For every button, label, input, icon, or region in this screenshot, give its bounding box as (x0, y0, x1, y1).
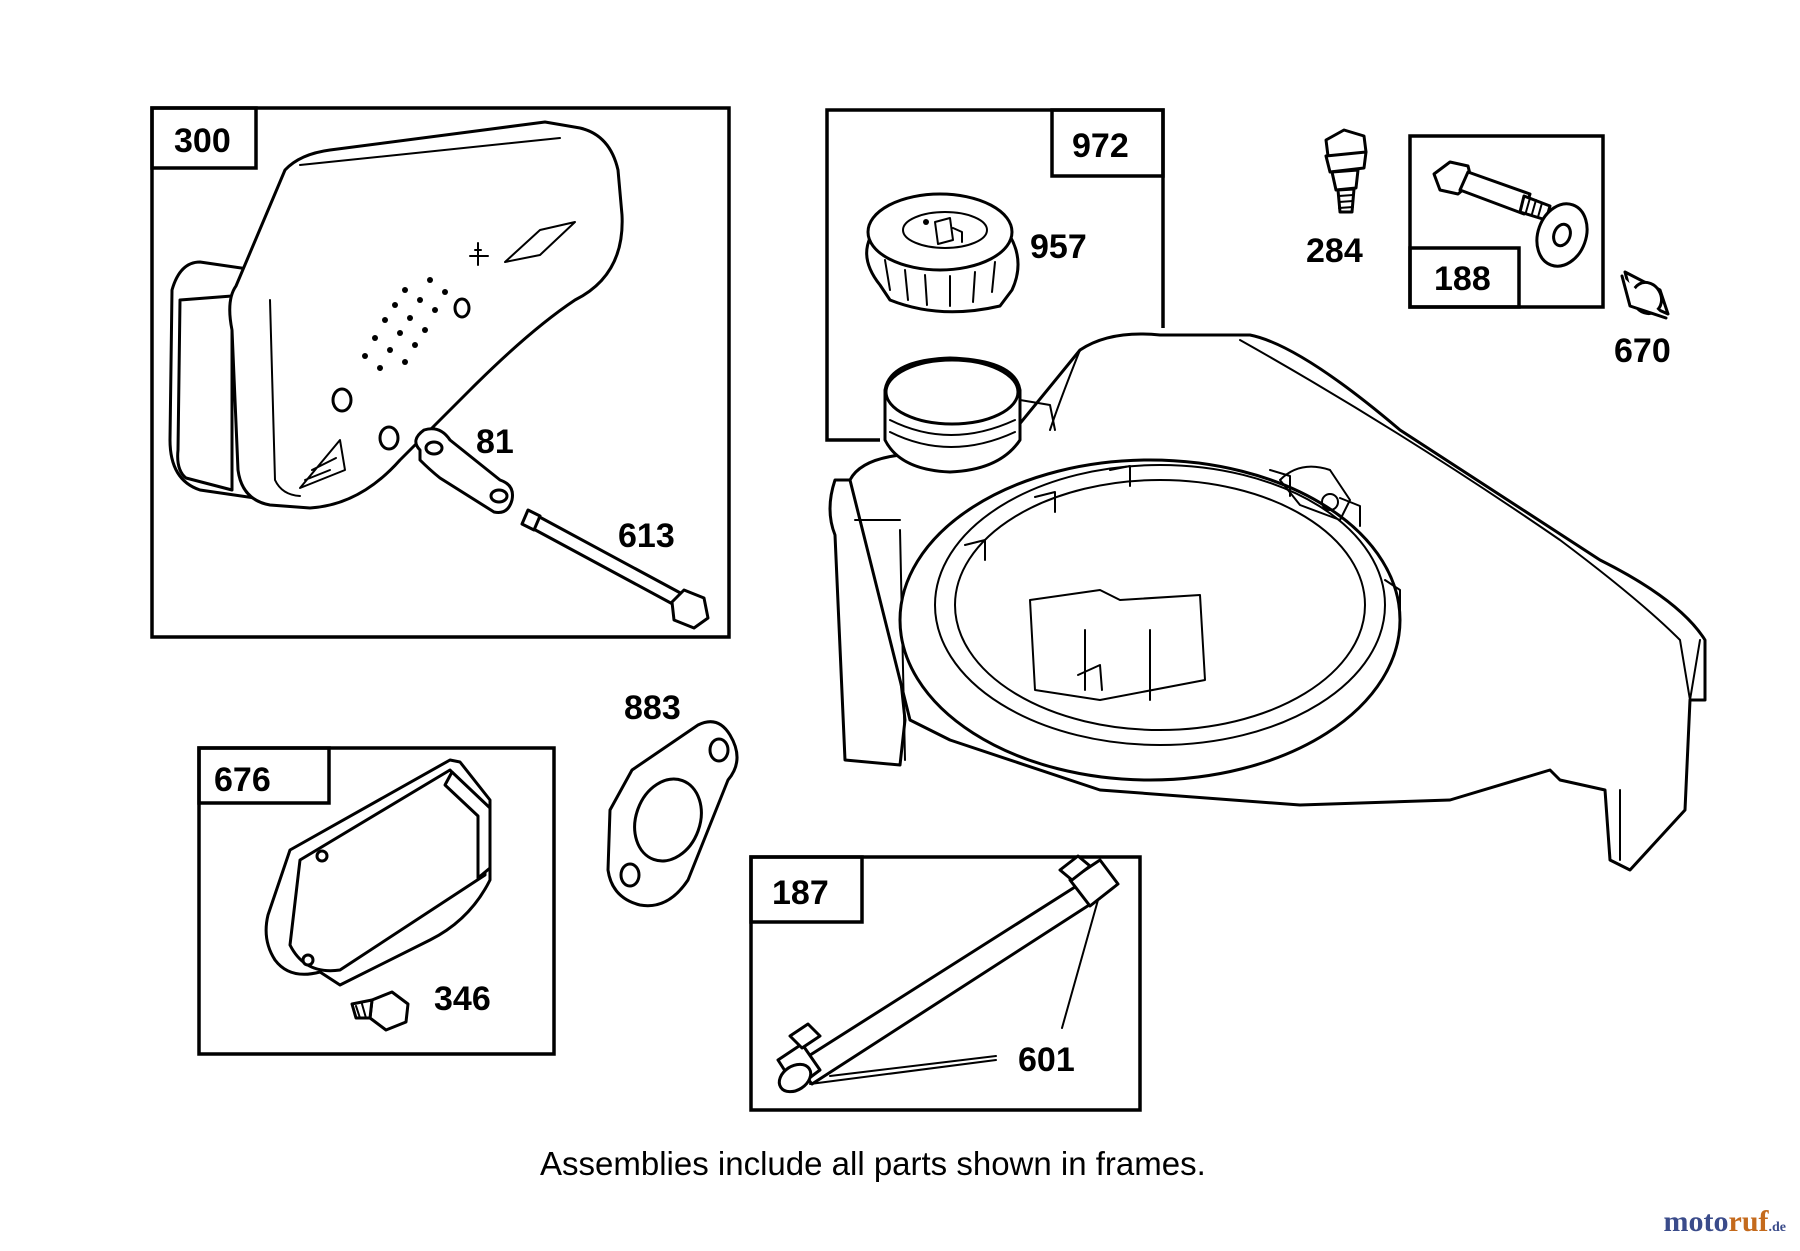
bolt-613 (520, 508, 710, 630)
assembly-188-frame: 188 (1408, 134, 1605, 309)
gasket-883 (606, 720, 739, 908)
label-957: 957 (1030, 228, 1087, 266)
frame-label-187: 187 (772, 874, 829, 912)
assemblies-caption: Assemblies include all parts shown in fr… (540, 1145, 1206, 1182)
frame-label-188: 188 (1434, 260, 1491, 298)
assembly-676-frame: 676 (197, 746, 556, 1056)
muffler-part (168, 120, 624, 510)
label-613: 613 (618, 517, 675, 555)
label-601: 601 (1018, 1041, 1075, 1079)
frame-label-972: 972 (1072, 127, 1129, 165)
watermark-accent: ruf (1728, 1205, 1769, 1238)
bolt-284 (1324, 128, 1368, 214)
bolt-plate-81 (414, 427, 514, 514)
assembly-972-frame: 972 (825, 108, 1165, 442)
frame-label-300: 300 (174, 122, 231, 160)
assembly-187-frame: 187 (749, 855, 1142, 1112)
fuel-cap-957 (865, 192, 1020, 314)
blower-housing (828, 332, 1707, 872)
label-346: 346 (434, 980, 491, 1018)
watermark-main: moto (1663, 1205, 1729, 1238)
label-883: 883 (624, 689, 681, 727)
screw-346 (350, 990, 410, 1032)
washer-188 (1535, 202, 1589, 268)
fuel-line-601 (776, 854, 1120, 1094)
label-670: 670 (1614, 332, 1671, 370)
watermark-tld: .de (1768, 1220, 1787, 1235)
label-81: 81 (476, 423, 514, 461)
assembly-300-frame: 300 (150, 106, 731, 639)
label-284: 284 (1306, 232, 1363, 270)
motoruf-watermark: motoruf.de (1664, 1205, 1786, 1239)
muffler-guard-676 (264, 758, 492, 987)
spacer-670 (1620, 270, 1670, 320)
frame-label-676: 676 (214, 761, 271, 799)
shoulder-bolt-188 (1432, 160, 1552, 222)
